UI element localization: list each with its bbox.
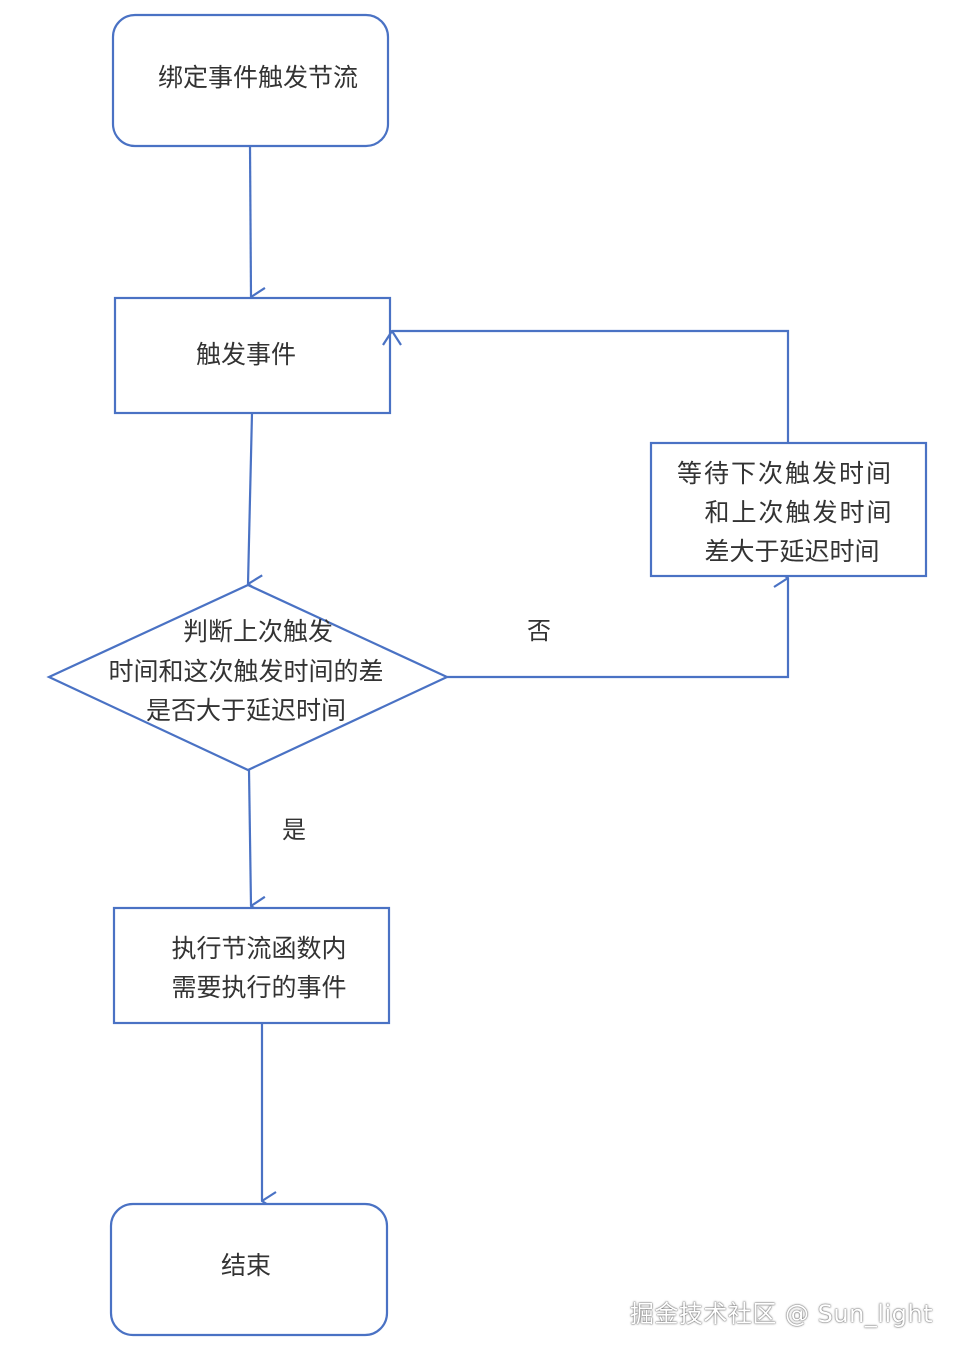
execute-node: 执行节流函数内 需要执行的事件 [112, 906, 391, 1025]
edge-label-yes: 是 [282, 816, 306, 844]
execute-line-1: 执行节流函数内 [171, 934, 346, 963]
trigger-node-label: 触发事件 [196, 340, 296, 369]
edge-decision-to-wait [447, 578, 790, 679]
edge-wait-to-trigger [392, 329, 790, 443]
wait-node: 等待下次触发时间 和上次触发时间 差大于延迟时间 [649, 441, 928, 578]
wait-line-2: 和上次触发时间 [704, 498, 893, 527]
edge-label-no: 否 [527, 617, 551, 645]
start-node-label: 绑定事件触发节流 [158, 63, 358, 92]
watermark-text: 掘金技术社区 @ Sun_light [629, 1300, 933, 1328]
decision-line-1: 判断上次触发 [183, 617, 333, 646]
edge-decision-to-execute [247, 769, 251, 906]
wait-line-1: 等待下次触发时间 [677, 459, 893, 488]
decision-line-2: 时间和这次触发时间的差 [108, 657, 383, 686]
start-node: 绑定事件触发节流 [111, 13, 390, 148]
decision-node: 判断上次触发 时间和这次触发时间的差 是否大于延迟时间 [46, 583, 450, 772]
end-node-label: 结束 [221, 1251, 271, 1280]
trigger-node: 触发事件 [113, 296, 392, 415]
edge-trigger-to-decision [248, 412, 252, 584]
end-node: 结束 [109, 1202, 389, 1337]
execute-line-2: 需要执行的事件 [171, 973, 346, 1002]
wait-line-3: 差大于延迟时间 [704, 537, 879, 566]
edge-start-to-trigger [248, 145, 251, 297]
decision-line-3: 是否大于延迟时间 [146, 696, 346, 725]
